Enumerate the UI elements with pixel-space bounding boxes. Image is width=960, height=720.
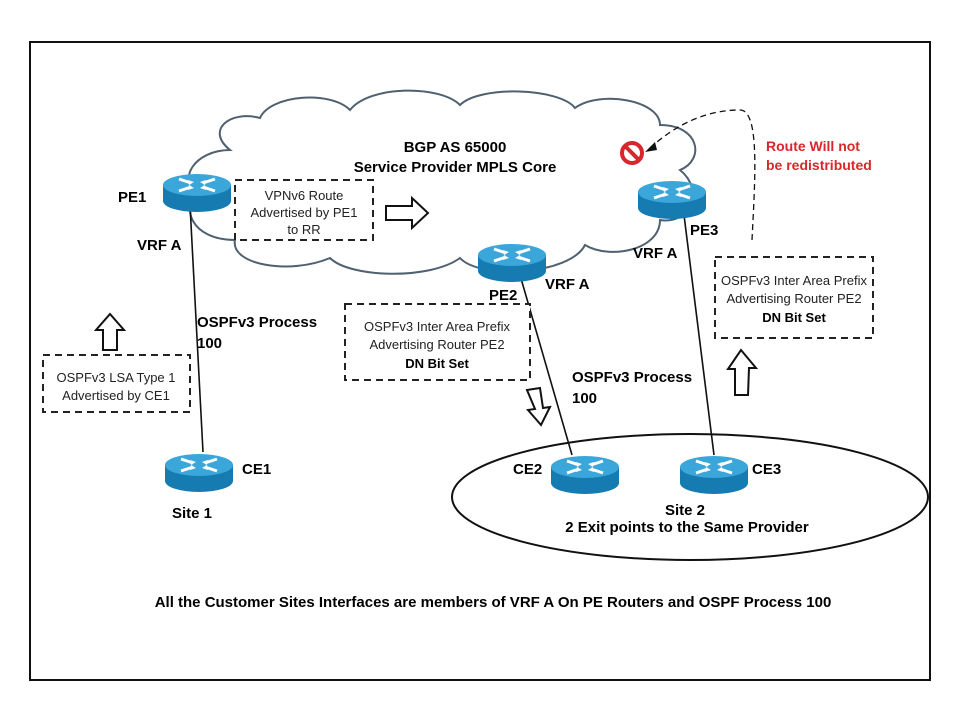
link-pe1-ce1 <box>189 204 204 453</box>
inter-area-prefix-box-mid <box>344 303 531 381</box>
right-box-line3: DN Bit Set <box>762 310 826 325</box>
ce1-label: CE1 <box>242 461 271 478</box>
router-ce1-icon[interactable] <box>163 452 235 494</box>
blocked-text-line2: be redistributed <box>766 157 872 173</box>
pe1-label: PE1 <box>118 189 146 206</box>
footer-note: All the Customer Sites Interfaces are me… <box>155 594 832 611</box>
pe3-label: PE3 <box>690 222 718 239</box>
mid-box-line3: DN Bit Set <box>405 356 469 371</box>
no-entry-icon <box>620 141 644 165</box>
arrow-up-left-icon <box>93 312 127 351</box>
process-number-right: 100 <box>572 390 597 407</box>
arrow-up-right-icon <box>726 348 759 396</box>
redistribution-path <box>649 109 756 241</box>
cloud-title: BGP AS 65000 <box>404 139 507 156</box>
process-label-left: OSPFv3 Process <box>197 314 317 331</box>
link-pe3-ce3 <box>683 214 715 456</box>
blocked-text-line1: Route Will not <box>766 138 860 154</box>
inter-area-prefix-box-right <box>714 256 874 339</box>
site2-boundary <box>451 433 929 561</box>
lsa-type1-box <box>42 354 191 413</box>
lsa-line1: OSPFv3 LSA Type 1 <box>57 370 176 385</box>
lsa-line2: Advertised by CE1 <box>62 388 170 403</box>
ce2-label: CE2 <box>513 461 542 478</box>
mid-box-line1: OSPFv3 Inter Area Prefix <box>364 319 510 334</box>
site2-description: 2 Exit points to the Same Provider <box>565 519 809 536</box>
right-box-line2: Advertising Router PE2 <box>726 291 861 306</box>
dashed-arrowhead-icon <box>645 142 657 152</box>
router-ce3-icon[interactable] <box>678 454 750 496</box>
pe2-label: PE2 <box>489 287 517 304</box>
pe1-vrf-label: VRF A <box>137 237 182 254</box>
vpnv6-line3: to RR <box>287 222 320 237</box>
process-number-left: 100 <box>197 335 222 352</box>
diagram-frame <box>29 41 931 681</box>
pe3-vrf-label: VRF A <box>633 245 678 262</box>
right-box-line1: OSPFv3 Inter Area Prefix <box>721 273 867 288</box>
site2-label: Site 2 <box>665 502 705 519</box>
router-pe2-icon[interactable] <box>476 242 548 284</box>
arrow-right-icon <box>385 195 430 231</box>
router-pe1-icon[interactable] <box>161 172 233 214</box>
cloud-subtitle: Service Provider MPLS Core <box>354 159 557 176</box>
vpnv6-route-box <box>234 179 374 241</box>
pe2-vrf-label: VRF A <box>545 276 590 293</box>
vpnv6-line1: VPNv6 Route <box>265 188 344 203</box>
vpnv6-line2: Advertised by PE1 <box>251 205 358 220</box>
router-pe3-icon[interactable] <box>636 179 708 221</box>
ce3-label: CE3 <box>752 461 781 478</box>
process-label-right: OSPFv3 Process <box>572 369 692 386</box>
router-ce2-icon[interactable] <box>549 454 621 496</box>
mid-box-line2: Advertising Router PE2 <box>369 337 504 352</box>
arrow-down-icon <box>525 386 552 427</box>
site1-label: Site 1 <box>172 505 212 522</box>
